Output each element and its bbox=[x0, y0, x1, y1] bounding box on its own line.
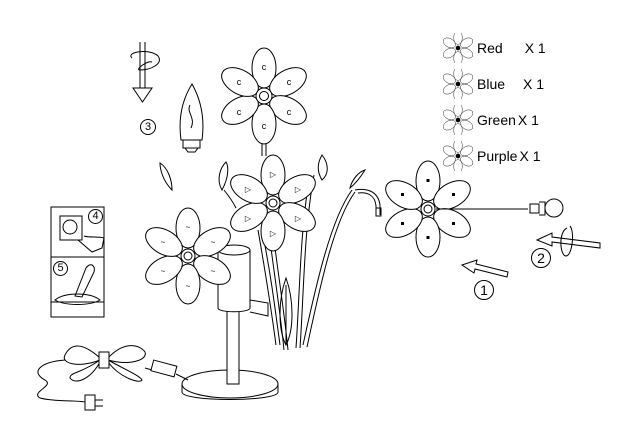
legend-quantity: X 1 bbox=[524, 40, 546, 56]
svg-text:▷: ▷ bbox=[295, 185, 302, 194]
flower-blue bbox=[385, 160, 528, 258]
step-2-badge: 2 bbox=[531, 248, 551, 268]
svg-text:c: c bbox=[287, 77, 292, 87]
legend-item-red: Red X 1 bbox=[443, 30, 546, 66]
candle-bulb-icon bbox=[179, 83, 204, 153]
flower-red: ▷ ▷ ▷ ▷ ▷ ▷ bbox=[230, 154, 316, 252]
legend-color-label: Green bbox=[477, 112, 516, 128]
twist-arrow-icon bbox=[535, 225, 601, 257]
g9-bulb-icon bbox=[529, 198, 564, 218]
step-1-badge: 1 bbox=[474, 280, 494, 300]
blue-flower-icon bbox=[443, 69, 473, 99]
svg-text:c: c bbox=[262, 62, 267, 72]
step-4-badge: 4 bbox=[88, 209, 103, 224]
purple-flower-icon bbox=[443, 141, 473, 171]
svg-text:~: ~ bbox=[211, 238, 216, 247]
switch-on-step-panel bbox=[50, 256, 105, 318]
red-flower-icon bbox=[443, 33, 473, 63]
svg-text:~: ~ bbox=[161, 238, 166, 247]
svg-text:~: ~ bbox=[186, 282, 191, 291]
legend-item-purple: Purple X 1 bbox=[443, 138, 546, 174]
flower-green: c c c c c c bbox=[221, 47, 307, 156]
green-flower-icon bbox=[443, 105, 473, 135]
svg-text:▷: ▷ bbox=[295, 214, 302, 223]
legend-quantity: X 1 bbox=[519, 148, 541, 164]
legend-item-blue: Blue X 1 bbox=[443, 66, 546, 102]
svg-text:c: c bbox=[237, 107, 242, 117]
rotate-down-arrow-icon bbox=[130, 42, 160, 103]
legend-item-green: Green X 1 bbox=[443, 102, 546, 138]
svg-text:▷: ▷ bbox=[245, 214, 252, 223]
svg-text:~: ~ bbox=[186, 223, 191, 232]
power-cord bbox=[37, 345, 189, 411]
flower-purple: ~ ~ ~ ~ ~ ~ bbox=[145, 207, 231, 305]
svg-text:▷: ▷ bbox=[270, 229, 277, 238]
legend-quantity: X 1 bbox=[517, 112, 539, 128]
legend-color-label: Red bbox=[477, 40, 503, 56]
legend-quantity: X 1 bbox=[523, 76, 545, 92]
svg-text:~: ~ bbox=[211, 267, 216, 276]
color-legend: Red X 1 Blue X 1 Green X 1 Purple X 1 bbox=[443, 30, 546, 174]
svg-text:c: c bbox=[287, 107, 292, 117]
svg-text:▷: ▷ bbox=[270, 170, 277, 179]
legend-color-label: Purple bbox=[477, 148, 518, 164]
svg-text:c: c bbox=[237, 77, 242, 87]
step-5-badge: 5 bbox=[53, 261, 68, 276]
svg-text:c: c bbox=[262, 121, 267, 131]
svg-text:~: ~ bbox=[161, 267, 166, 276]
svg-text:▷: ▷ bbox=[245, 185, 252, 194]
insert-arrow-icon bbox=[460, 259, 509, 278]
step-3-badge: 3 bbox=[140, 119, 156, 135]
legend-color-label: Blue bbox=[477, 76, 506, 92]
